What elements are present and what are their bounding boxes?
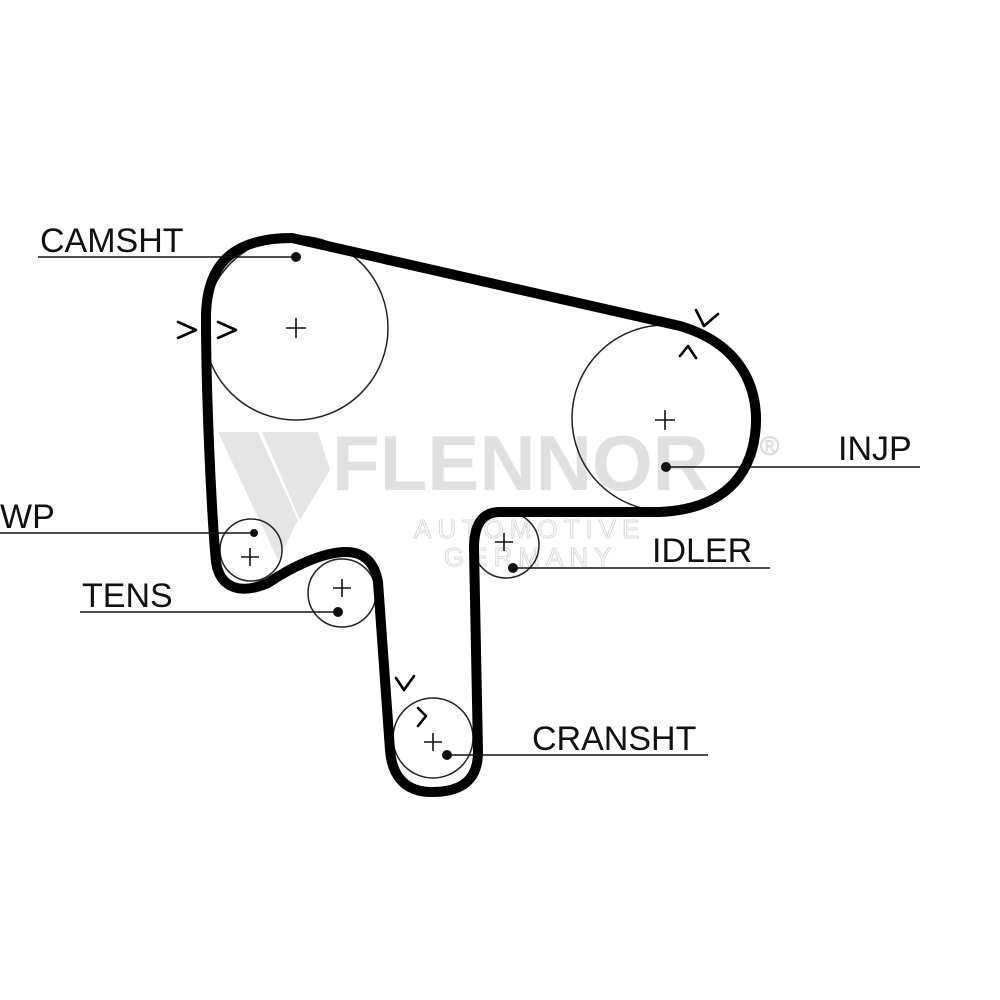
watermark-brand: FLENNOR <box>332 419 709 507</box>
crankshaft-center-icon <box>424 733 442 751</box>
crankshaft-label: CRANSHT <box>532 720 696 758</box>
crankshaft-mark-outer-icon <box>394 674 416 692</box>
watermark-mark <box>262 432 330 520</box>
camshaft-mark-inner-icon <box>216 320 238 340</box>
injection-pump-mark-outer-icon <box>694 308 720 328</box>
idler-center-icon <box>495 533 513 551</box>
camshaft-center-icon <box>286 318 306 338</box>
injection-pump-label: INJP <box>838 430 912 468</box>
injection-pump-center-icon <box>655 410 675 430</box>
crankshaft-mark-inner-icon <box>416 706 428 728</box>
water-pump-label: WP <box>0 498 55 536</box>
camshaft-mark-outer-icon <box>176 320 198 340</box>
camshaft-label: CAMSHT <box>40 222 184 260</box>
water-pump-center-icon <box>241 548 259 566</box>
watermark-registered: ® <box>760 431 785 461</box>
idler-label: IDLER <box>652 532 752 570</box>
water-pump-pulley <box>219 518 283 582</box>
injection-pump-mark-inner-icon <box>678 344 698 360</box>
watermark-line1: AUTOMOTIVE <box>414 514 645 544</box>
tensioner-center-icon <box>333 579 351 597</box>
tensioner-label: TENS <box>82 577 173 615</box>
timing-belt <box>201 233 762 797</box>
watermark-mark <box>218 432 298 560</box>
